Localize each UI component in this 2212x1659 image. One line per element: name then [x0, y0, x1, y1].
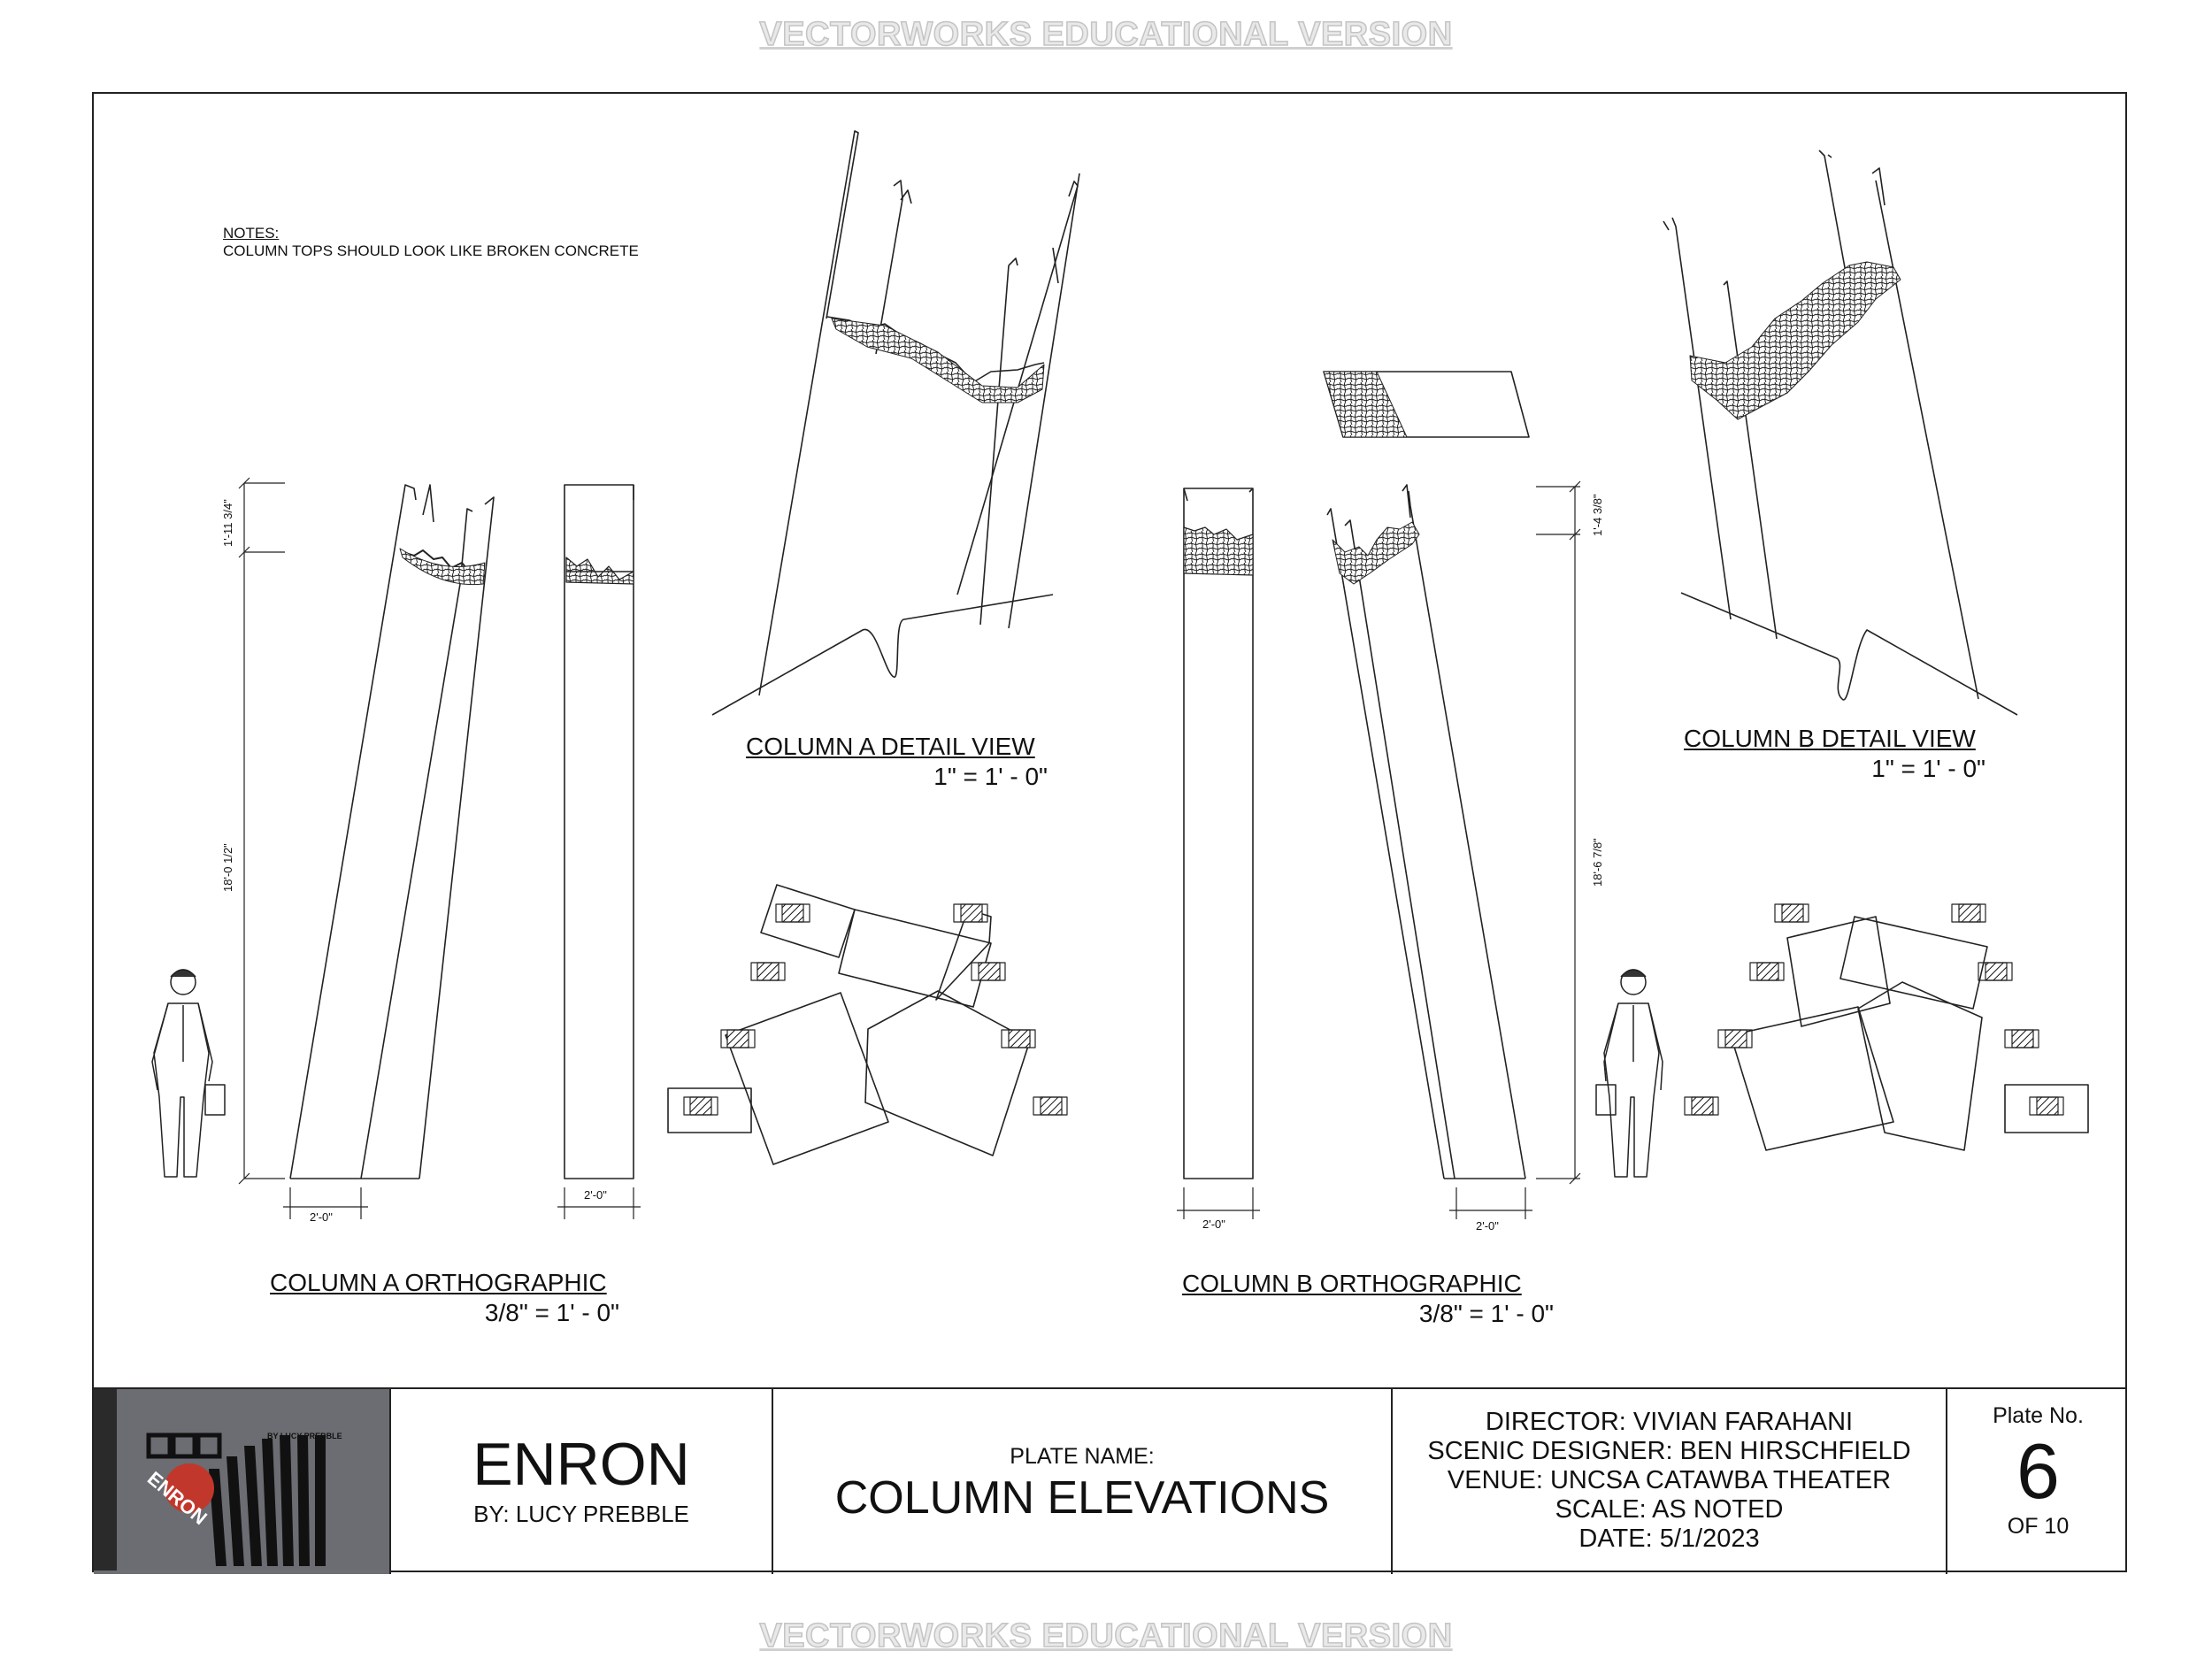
column-a-ortho-scale: 3/8" = 1' - 0": [484, 1299, 619, 1326]
dim-a-height: 18'-0 1/2": [221, 843, 234, 892]
dim-a-top: 1'-11 3/4": [221, 499, 234, 547]
show-author: BY: LUCY PREBBLE: [473, 1501, 689, 1527]
column-b-top-section: [1323, 371, 1530, 438]
watermark-top: VECTORWORKS EDUCATIONAL VERSION: [759, 15, 1453, 54]
date-credit: DATE: 5/1/2023: [1578, 1525, 1760, 1553]
scale-credit: SCALE: AS NOTED: [1555, 1495, 1784, 1524]
column-b-plan-section-markers: [1684, 903, 2064, 1116]
column-b-detail-title: COLUMN B DETAIL VIEW: [1684, 725, 1976, 752]
column-b-ortho-title: COLUMN B ORTHOGRAPHIC: [1182, 1270, 1522, 1297]
column-a-plan-section-markers: [683, 903, 1068, 1116]
logo-byline: BY LUCY PREBBLE: [267, 1432, 342, 1440]
notes-text: COLUMN TOPS SHOULD LOOK LIKE BROKEN CONC…: [223, 242, 639, 259]
column-b-side-elevation: [1326, 484, 1526, 1179]
column-b-dimensions: [1177, 480, 1581, 1219]
column-a-detail-drawing: [711, 130, 1080, 716]
dim-b-width-right: 2'-0": [1476, 1219, 1499, 1233]
plate-number: 6: [2016, 1427, 2060, 1515]
dim-b-top: 1'-4 3/8": [1591, 494, 1604, 536]
show-title: ENRON: [472, 1431, 690, 1498]
notes-heading: NOTES:: [223, 225, 280, 242]
column-b-plan-views: [1730, 916, 2089, 1151]
credits-cell: DIRECTOR: VIVIAN FARAHANI SCENIC DESIGNE…: [1393, 1389, 1947, 1574]
plate-name: COLUMN ELEVATIONS: [834, 1472, 1330, 1524]
human-scale-figure-left: [151, 969, 226, 1178]
title-block: ENRON BY LUCY PREBBLE ENRON BY: LUCY PRE…: [92, 1387, 2129, 1574]
director-credit: DIRECTOR: VIVIAN FARAHANI: [1485, 1408, 1854, 1436]
column-a-ortho-title: COLUMN A ORTHOGRAPHIC: [270, 1269, 607, 1296]
dim-a-width-right: 2'-0": [584, 1188, 607, 1202]
column-b-ortho-scale: 3/8" = 1' - 0": [1418, 1300, 1554, 1327]
designer-credit: SCENIC DESIGNER: BEN HIRSCHFIELD: [1427, 1437, 1911, 1465]
column-a-dimensions: [238, 477, 641, 1219]
venue-credit: VENUE: UNCSA CATAWBA THEATER: [1447, 1466, 1892, 1494]
watermark-bottom: VECTORWORKS EDUCATIONAL VERSION: [759, 1617, 1453, 1655]
plate-number-label: Plate No.: [1993, 1403, 2084, 1428]
notes-block: NOTES: COLUMN TOPS SHOULD LOOK LIKE BROK…: [223, 225, 639, 260]
human-scale-figure-right: [1595, 969, 1663, 1178]
plate-name-cell: PLATE NAME: COLUMN ELEVATIONS: [773, 1389, 1393, 1574]
plate-name-label: PLATE NAME:: [1010, 1444, 1155, 1469]
column-a-detail-scale: 1" = 1' - 0": [933, 763, 1048, 790]
plate-total: OF 10: [2007, 1514, 2070, 1539]
plate-number-cell: Plate No. 6 OF 10: [1947, 1389, 2129, 1574]
column-a-side-elevation: [289, 484, 495, 1179]
column-a-plan-views: [667, 884, 1031, 1165]
column-a-detail-title: COLUMN A DETAIL VIEW: [746, 733, 1035, 760]
column-a-front-elevation: [564, 484, 634, 1179]
column-b-detail-drawing: [1663, 150, 2018, 716]
show-info-cell: ENRON BY: LUCY PREBBLE: [391, 1389, 773, 1574]
dim-a-width-left: 2'-0": [310, 1210, 333, 1224]
dim-b-width-left: 2'-0": [1202, 1217, 1225, 1231]
dim-b-height: 18'-6 7/8": [1591, 838, 1604, 887]
column-b-front-elevation: [1183, 488, 1254, 1179]
column-b-detail-scale: 1" = 1' - 0": [1871, 755, 1985, 782]
show-logo: ENRON BY LUCY PREBBLE: [94, 1389, 391, 1574]
